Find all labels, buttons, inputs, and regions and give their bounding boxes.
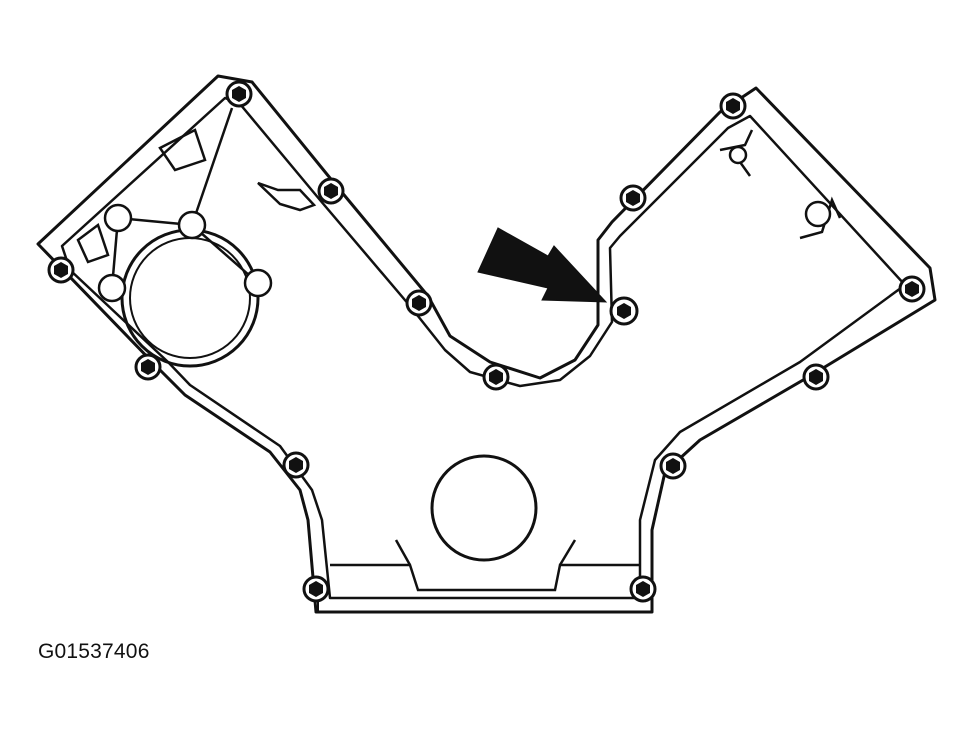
bolt-set (47, 80, 926, 603)
bolt-hex-icon (47, 256, 75, 284)
callout-arrow-icon (477, 227, 608, 303)
bolt-hex-icon (719, 92, 747, 120)
bolt-hex-icon (659, 452, 687, 480)
bolt-hex-icon (282, 451, 310, 479)
bolt-hex-icon (405, 289, 433, 317)
dowel-bosses (257, 129, 842, 240)
bolt-right-inner-upper (609, 296, 639, 326)
gasket-channel-icon (60, 96, 907, 600)
figure-caption: G01537406 (38, 640, 150, 663)
bolt-hex-icon (802, 363, 830, 391)
bolt-hex-icon (225, 80, 253, 108)
sump-ledge (317, 539, 640, 612)
bolt-hex-icon (629, 575, 657, 603)
pulley-bore-icon (430, 454, 538, 562)
bolt-hex-icon (482, 363, 510, 391)
timing-cover-outline-icon (36, 74, 937, 614)
bolt-hex-icon (898, 275, 926, 303)
water-pump-area (76, 107, 273, 368)
bolt-hex-icon (317, 177, 345, 205)
bolt-hex-icon (134, 353, 162, 381)
bolt-hex-icon (302, 575, 330, 603)
bolt-hex-icon (619, 184, 647, 212)
